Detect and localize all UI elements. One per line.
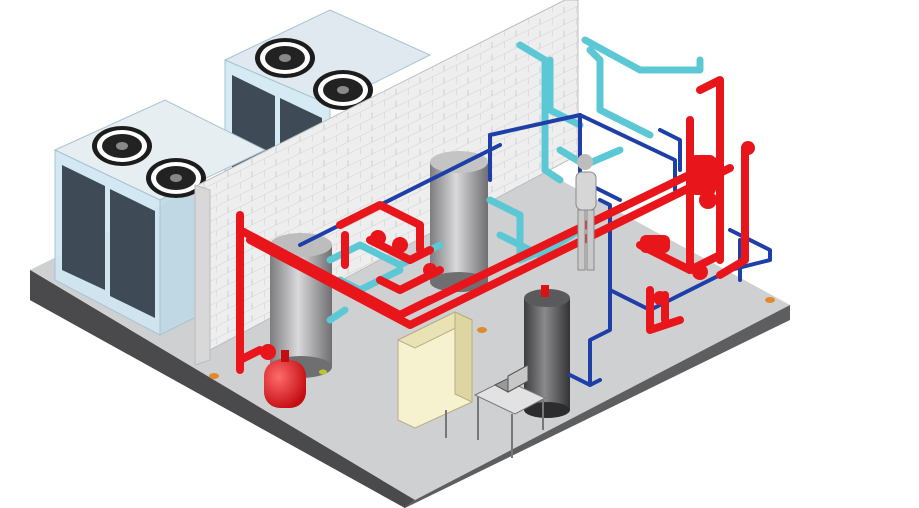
buffer-tank-dark (524, 285, 570, 418)
fan-icon (255, 38, 315, 78)
expansion-vessel (264, 350, 306, 408)
workstation-desk (445, 364, 547, 458)
fan-icon (313, 70, 373, 110)
floor-markers (209, 297, 775, 379)
fan-icon (146, 158, 206, 198)
technician-figure (575, 154, 597, 271)
condenser-unit-front (53, 99, 267, 336)
fan-icon (92, 126, 152, 166)
pump-assembly (260, 141, 755, 360)
laptop-icon (493, 364, 530, 393)
hot-water-pipework (236, 76, 749, 374)
electrical-panel (396, 311, 474, 429)
